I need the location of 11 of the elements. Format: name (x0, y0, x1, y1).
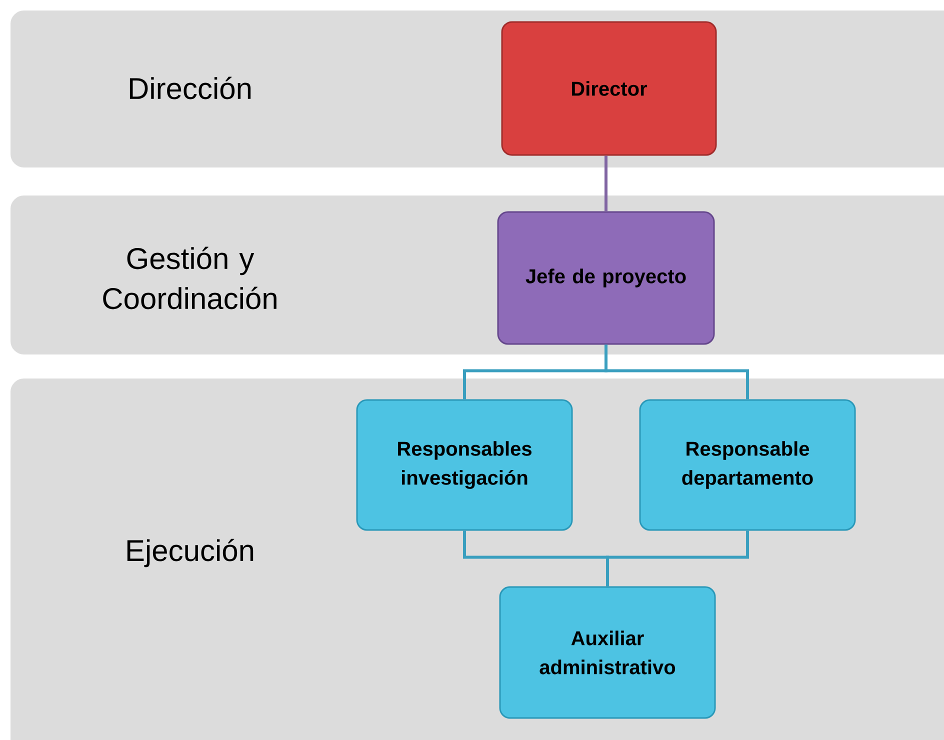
role-box: Director (501, 21, 717, 156)
connector (606, 530, 749, 586)
connector (604, 156, 608, 212)
band-label: Gestión y Coordinación (103, 246, 276, 310)
connector (604, 344, 749, 400)
band-label: Dirección (130, 76, 251, 100)
band-label: Ejecución (127, 538, 254, 568)
role-box: Jefe de proyecto (497, 211, 715, 345)
role-box: Responsables investigación (356, 399, 573, 531)
role-box: Responsable departamento (639, 399, 856, 531)
role-box: Auxiliar administrativo (499, 586, 716, 719)
